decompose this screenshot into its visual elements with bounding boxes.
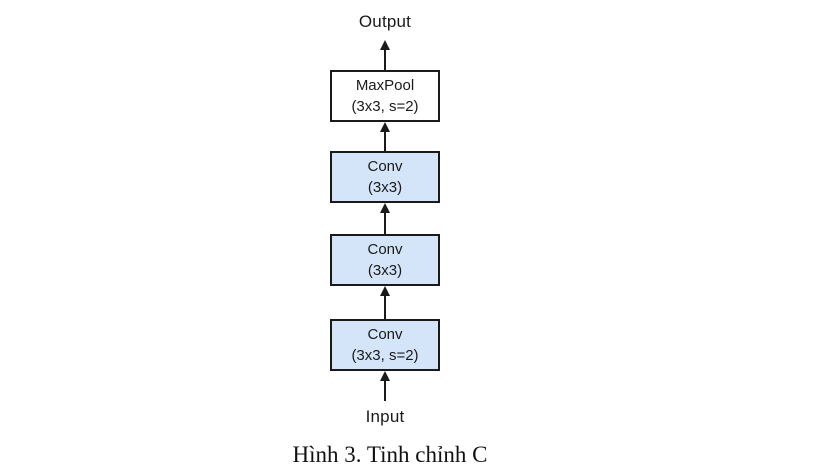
node-params: (3x3) (367, 262, 403, 279)
arrow-head (380, 40, 390, 50)
arrow-head (380, 122, 390, 132)
arrow-shaft (384, 295, 386, 319)
input-label: Input (365, 407, 405, 426)
cnn-architecture-diagram: Output MaxPool (3x3, s=2) Conv (3x3) Con… (285, 12, 485, 427)
arrow-head (380, 286, 390, 296)
arrow-head (380, 371, 390, 381)
arrow-head (380, 203, 390, 213)
arrow-shaft (384, 212, 386, 234)
node-title: Conv (367, 241, 403, 258)
up-arrow-icon (378, 122, 392, 151)
up-arrow-icon (378, 371, 392, 401)
arrow-shaft (384, 131, 386, 151)
node-title: Conv (367, 326, 403, 343)
node-maxpool: MaxPool (3x3, s=2) (330, 70, 440, 122)
node-conv-2: Conv (3x3) (330, 234, 440, 286)
figure-caption: Hình 3. Tinh chỉnh C (292, 442, 488, 467)
up-arrow-icon (378, 286, 392, 319)
node-conv-1: Conv (3x3) (330, 151, 440, 203)
node-title: Conv (367, 158, 403, 175)
node-conv-3: Conv (3x3, s=2) (330, 319, 440, 371)
node-params: (3x3, s=2) (351, 98, 419, 115)
output-label: Output (358, 12, 412, 31)
node-title: MaxPool (355, 77, 415, 94)
node-params: (3x3) (367, 179, 403, 196)
node-params: (3x3, s=2) (351, 347, 419, 364)
arrow-shaft (384, 380, 386, 401)
up-arrow-icon (378, 203, 392, 234)
arrow-shaft (384, 49, 386, 70)
up-arrow-icon (378, 40, 392, 70)
